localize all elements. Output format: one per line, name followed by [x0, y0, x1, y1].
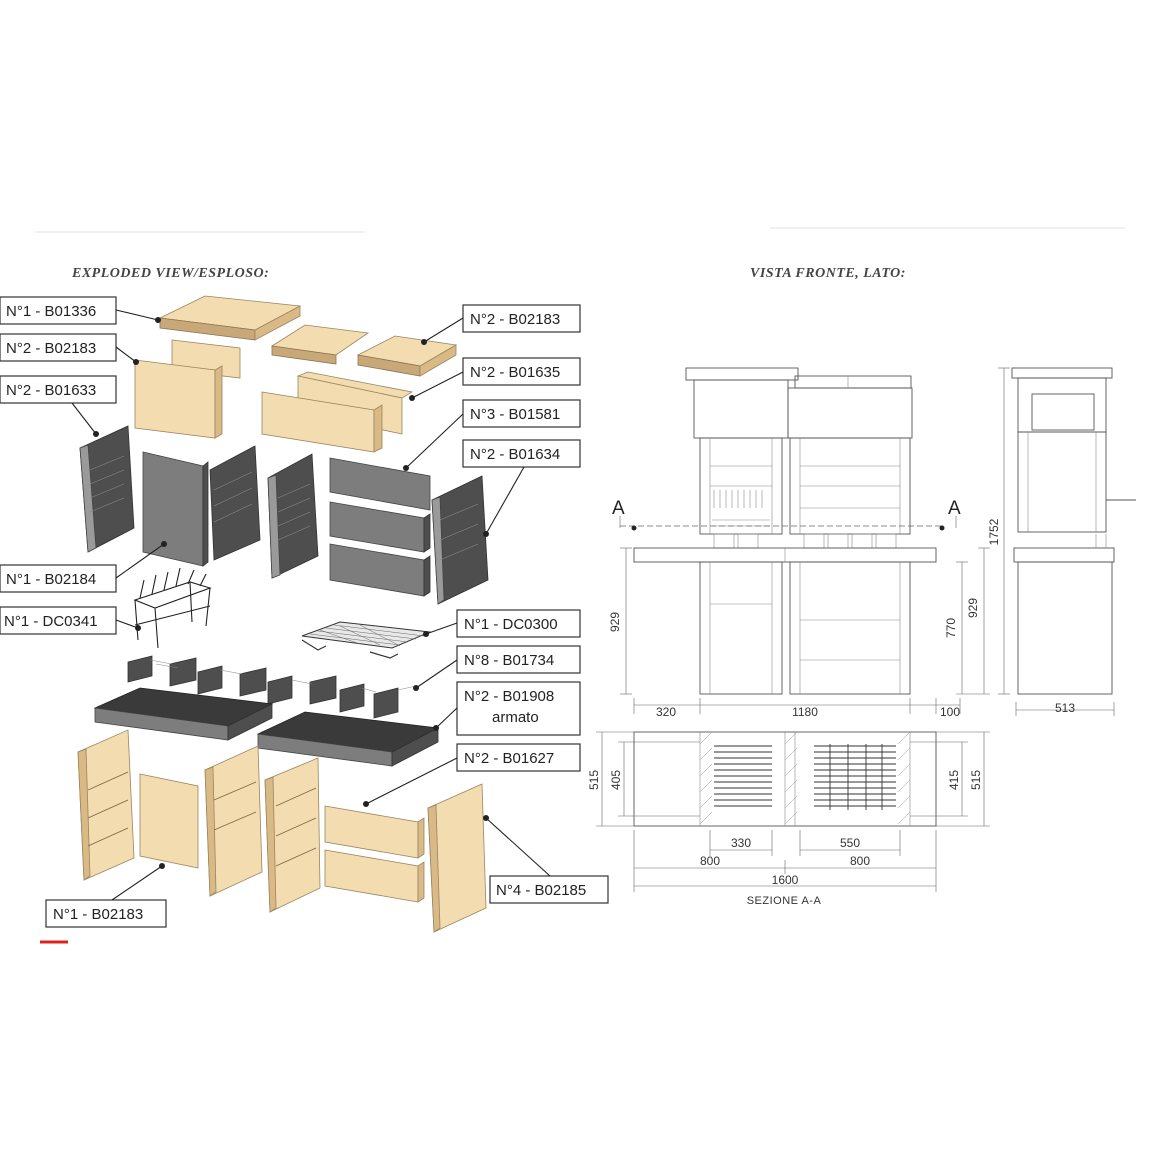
svg-text:N°2 - B01633: N°2 - B01633: [6, 382, 96, 399]
svg-text:N°2 - B02183: N°2 - B02183: [470, 311, 560, 328]
svg-text:N°8 - B01734: N°8 - B01734: [464, 652, 554, 669]
part-base-panel-5: [324, 805, 419, 859]
callout-b02183-top: N°2 - B02183: [0, 333, 139, 365]
part-base-panel-6: [324, 849, 419, 903]
exploded-parts: [77, 295, 489, 933]
side-elevation: [1011, 367, 1136, 695]
part-small-blocks: [127, 655, 417, 719]
section-marker-right: A: [948, 498, 961, 519]
callout-b01634: N°2 - B01634: [462, 439, 581, 537]
exploded-view-title: EXPLODED VIEW/ESPLOSO:: [71, 266, 269, 281]
callout-dc0300: N°1 - DC0300: [423, 609, 581, 638]
svg-text:N°2 - B01908: N°2 - B01908: [464, 688, 554, 705]
dim-800-right: 800: [850, 854, 870, 868]
dim-405: 405: [609, 770, 623, 790]
dim-1752: 1752: [987, 518, 1001, 545]
section-caption: SEZIONE A-A: [747, 895, 822, 907]
dim-100: 100: [940, 705, 960, 719]
callout-b01581: N°3 - B01581: [403, 399, 581, 471]
front-elevation: [619, 367, 957, 695]
callout-b02185: N°4 - B02185: [483, 815, 609, 904]
section-marker-left: A: [612, 498, 625, 519]
callout-b01734: N°8 - B01734: [413, 645, 581, 691]
part-base-panel-2: [139, 773, 199, 869]
callout-b01633: N°2 - B01633: [0, 375, 117, 437]
part-grey-block: [142, 451, 204, 567]
part-log-holder: [133, 567, 212, 649]
dim-929-right: 929: [966, 598, 980, 618]
callout-b01635: N°2 - B01635: [409, 357, 581, 401]
svg-text:N°4 - B02185: N°4 - B02185: [496, 882, 586, 899]
svg-text:N°1 - B02184: N°1 - B02184: [6, 571, 96, 588]
part-stack-panel-bottom: [329, 543, 425, 597]
front-view-title: VISTA FRONTE, LATO:: [750, 266, 906, 281]
side-dimensions: [998, 367, 1115, 716]
svg-text:N°2 - B02183: N°2 - B02183: [6, 340, 96, 357]
dim-1600: 1600: [772, 873, 799, 887]
dim-1180: 1180: [792, 705, 818, 719]
svg-text:N°1 - B02183: N°1 - B02183: [53, 906, 143, 923]
callout-dc0341: N°1 - DC0341: [0, 606, 141, 635]
front-dimensions: [620, 547, 990, 714]
dim-515-left: 515: [587, 770, 601, 790]
dim-415: 415: [947, 770, 961, 790]
part-stack-panel-top: [329, 457, 431, 511]
section-dimensions: [596, 731, 990, 892]
svg-text:N°1 - DC0341: N°1 - DC0341: [4, 613, 98, 630]
callout-b01627: N°2 - B01627: [363, 743, 581, 807]
dim-800-left: 800: [700, 854, 720, 868]
part-tan-panel-front-left: [134, 359, 216, 439]
svg-text:N°2 - B01635: N°2 - B01635: [470, 364, 560, 381]
callout-b01336: N°1 - B01336: [0, 296, 161, 325]
part-side-panel-2: [209, 445, 261, 561]
callout-b01908: N°2 - B01908 armato: [433, 681, 581, 736]
dim-330: 330: [731, 836, 751, 850]
callout-b02183-right: N°2 - B02183: [421, 304, 581, 345]
section-plan: [633, 731, 937, 827]
dim-515-right: 515: [969, 770, 983, 790]
svg-text:N°2 - B01634: N°2 - B01634: [470, 446, 560, 463]
svg-text:N°2 - B01627: N°2 - B01627: [464, 750, 554, 767]
svg-text:N°3 - B01581: N°3 - B01581: [470, 406, 560, 423]
svg-text:N°1 - B01336: N°1 - B01336: [6, 303, 96, 320]
svg-text:N°1 - DC0300: N°1 - DC0300: [464, 616, 558, 633]
dim-320: 320: [656, 705, 676, 719]
dim-929-left: 929: [608, 612, 622, 632]
callout-b02183-bottom: N°1 - B02183: [45, 863, 167, 928]
dim-550: 550: [840, 836, 860, 850]
part-stack-panel-mid: [329, 501, 425, 553]
dim-770: 770: [944, 618, 958, 638]
svg-text:armato: armato: [492, 709, 539, 726]
part-grill: [301, 621, 432, 659]
callout-b02184: N°1 - B02184: [0, 541, 167, 593]
dim-513: 513: [1055, 701, 1075, 715]
